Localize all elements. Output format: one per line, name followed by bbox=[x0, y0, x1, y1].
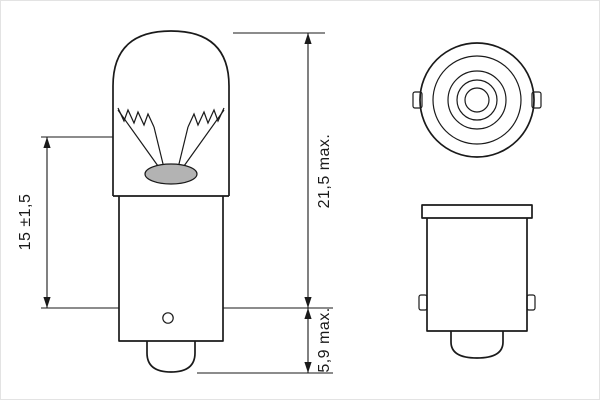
lead-wire-right-inner bbox=[177, 126, 189, 169]
base-flange bbox=[421, 204, 533, 219]
bottom-contact bbox=[450, 331, 504, 359]
contact-center-circle bbox=[464, 87, 490, 113]
lead-wire-right-outer bbox=[183, 109, 225, 167]
ring-circle-1 bbox=[432, 55, 522, 145]
bayonet-pin-left bbox=[418, 294, 428, 311]
ring-circle-2 bbox=[447, 70, 507, 130]
arrowhead-up bbox=[304, 308, 312, 319]
bayonet-pin-front bbox=[162, 312, 174, 324]
dimension-base-length: 5,9 max. bbox=[197, 307, 333, 374]
arrowhead-down bbox=[43, 297, 51, 308]
bottom-contact bbox=[146, 341, 196, 373]
bulb-top-view bbox=[412, 42, 542, 158]
arrowhead-down bbox=[304, 362, 312, 373]
arrowhead-up bbox=[304, 33, 312, 44]
arrowhead-up bbox=[43, 137, 51, 148]
base-side-view bbox=[418, 204, 536, 359]
dimension-label-overall-length: 21,5 max. bbox=[316, 134, 333, 209]
stem-press bbox=[144, 163, 198, 185]
base-body bbox=[426, 218, 528, 332]
bayonet-pin-left bbox=[412, 91, 423, 109]
ring-circle-3 bbox=[456, 79, 498, 121]
bayonet-pin-right bbox=[526, 294, 536, 311]
glass-envelope bbox=[112, 30, 230, 196]
metal-base bbox=[118, 196, 224, 342]
dimension-overall-length: 21,5 max. bbox=[223, 32, 333, 309]
lead-wire-left-inner bbox=[153, 126, 165, 169]
dimension-label-filament-height: 15 ±1,5 bbox=[17, 194, 34, 251]
base-outer-circle bbox=[419, 42, 535, 158]
bulb-side-view bbox=[112, 30, 230, 373]
lead-wire-left-outer bbox=[117, 109, 159, 167]
arrowhead-down bbox=[304, 297, 312, 308]
dimension-filament-height: 15 ±1,5 bbox=[17, 136, 119, 309]
bayonet-pin-right bbox=[531, 91, 542, 109]
filament-assembly bbox=[117, 107, 225, 185]
dimension-label-base-length: 5,9 max. bbox=[316, 307, 333, 372]
